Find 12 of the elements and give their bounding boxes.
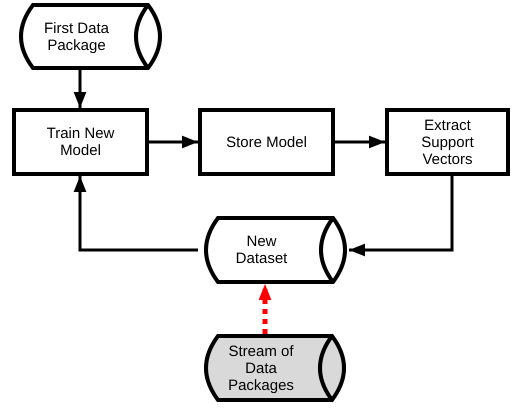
- arrow: [74, 70, 86, 108]
- arrow: [335, 136, 385, 148]
- node-label: Stream of Data Packages: [227, 342, 295, 394]
- node-label: New Dataset: [234, 233, 288, 267]
- arrow: [258, 284, 272, 334]
- node-label: First Data Package: [42, 20, 110, 54]
- arrow: [349, 176, 454, 256]
- arrow: [74, 176, 198, 252]
- arrow: [149, 136, 198, 148]
- node-label: Train New Model: [46, 125, 116, 159]
- node-label: Store Model: [226, 134, 307, 150]
- node-label: Extract Support Vectors: [420, 116, 475, 168]
